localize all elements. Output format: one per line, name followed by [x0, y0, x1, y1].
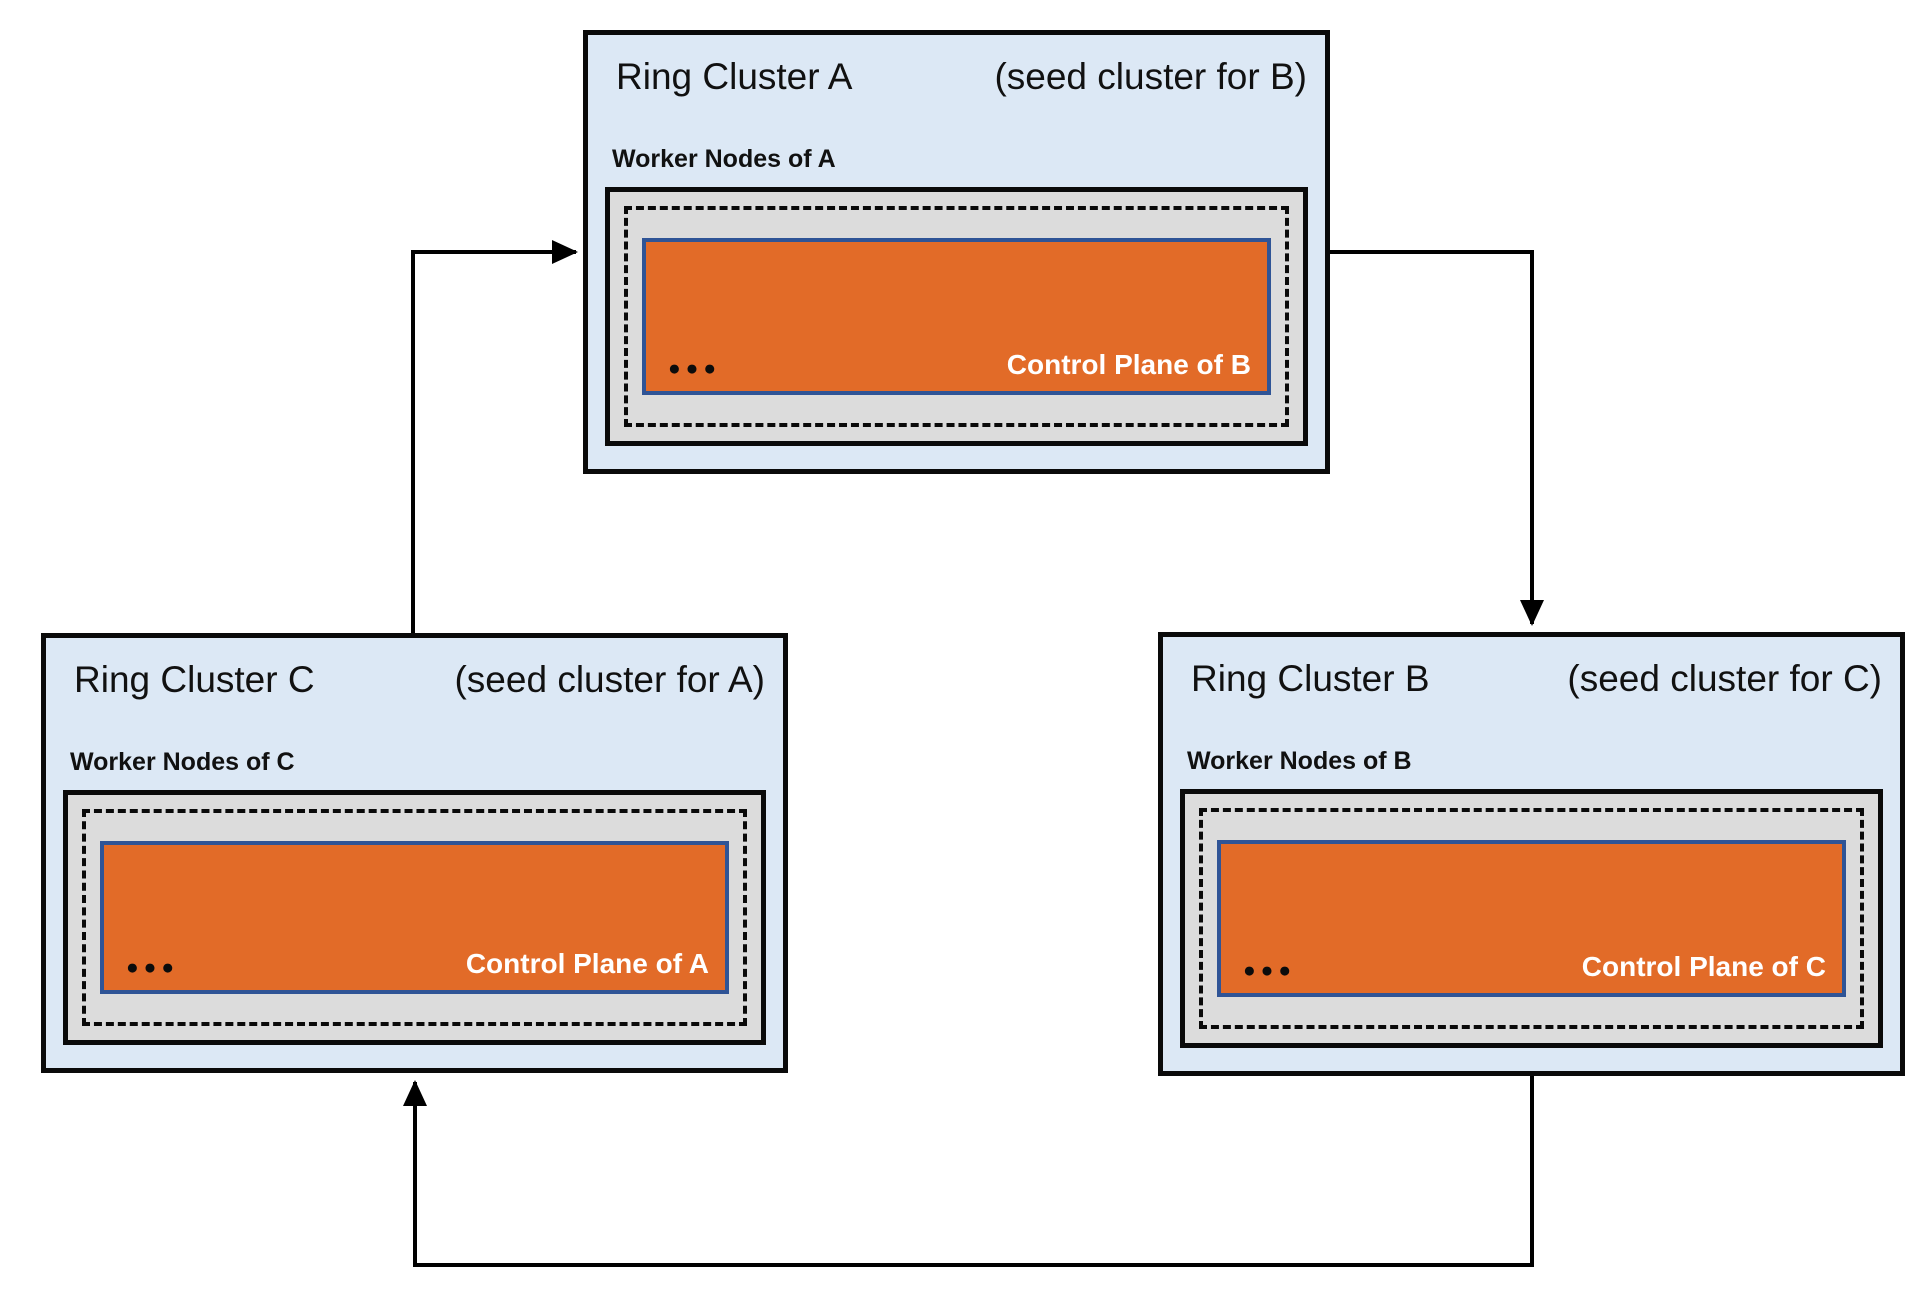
- ellipsis-dots-icon: ●●●: [668, 357, 722, 380]
- cluster-c-title: Ring Cluster C: [74, 659, 315, 700]
- cluster-c-subtitle: (seed cluster for A): [454, 659, 765, 700]
- cluster-b-subtitle: (seed cluster for C): [1567, 658, 1882, 699]
- cluster-b-hosted-control-plane: ●●● Control Plane of C: [1217, 840, 1846, 997]
- cluster-b-title-row: Ring Cluster B (seed cluster for C): [1191, 657, 1882, 701]
- ellipsis-dots-icon: ●●●: [126, 956, 180, 979]
- cluster-b-title: Ring Cluster B: [1191, 658, 1430, 699]
- cluster-c-title-row: Ring Cluster C (seed cluster for A): [74, 658, 765, 702]
- arrow-b-to-c: [403, 1076, 1534, 1267]
- cluster-b-control-plane-label: Control Plane of C: [1581, 951, 1826, 983]
- cluster-a: Ring Cluster A (seed cluster for B) Work…: [583, 30, 1330, 474]
- cluster-c-worker-label: Worker Nodes of C: [70, 748, 295, 776]
- cluster-a-subtitle: (seed cluster for B): [994, 56, 1307, 97]
- cluster-c-dashed-boundary: ●●● Control Plane of A: [82, 809, 747, 1026]
- arrow-a-to-b: [1330, 250, 1544, 626]
- cluster-c: Ring Cluster C (seed cluster for A) Work…: [41, 633, 788, 1073]
- cluster-a-worker-box: ●●● Control Plane of B: [605, 187, 1308, 446]
- cluster-a-dashed-boundary: ●●● Control Plane of B: [624, 206, 1289, 427]
- ellipsis-dots-icon: ●●●: [1243, 959, 1297, 982]
- cluster-a-hosted-control-plane: ●●● Control Plane of B: [642, 238, 1271, 395]
- cluster-b-dashed-boundary: ●●● Control Plane of C: [1199, 808, 1864, 1029]
- cluster-c-control-plane-label: Control Plane of A: [465, 948, 709, 980]
- cluster-b-worker-box: ●●● Control Plane of C: [1180, 789, 1883, 1048]
- cluster-a-control-plane-label: Control Plane of B: [1006, 349, 1251, 381]
- cluster-b-worker-label: Worker Nodes of B: [1187, 747, 1412, 775]
- cluster-c-worker-box: ●●● Control Plane of A: [63, 790, 766, 1045]
- cluster-a-worker-label: Worker Nodes of A: [612, 145, 836, 173]
- arrow-c-to-a: [411, 240, 578, 633]
- cluster-c-hosted-control-plane: ●●● Control Plane of A: [100, 841, 729, 994]
- cluster-b: Ring Cluster B (seed cluster for C) Work…: [1158, 632, 1905, 1076]
- cluster-a-title: Ring Cluster A: [616, 56, 853, 97]
- cluster-a-title-row: Ring Cluster A (seed cluster for B): [616, 55, 1307, 99]
